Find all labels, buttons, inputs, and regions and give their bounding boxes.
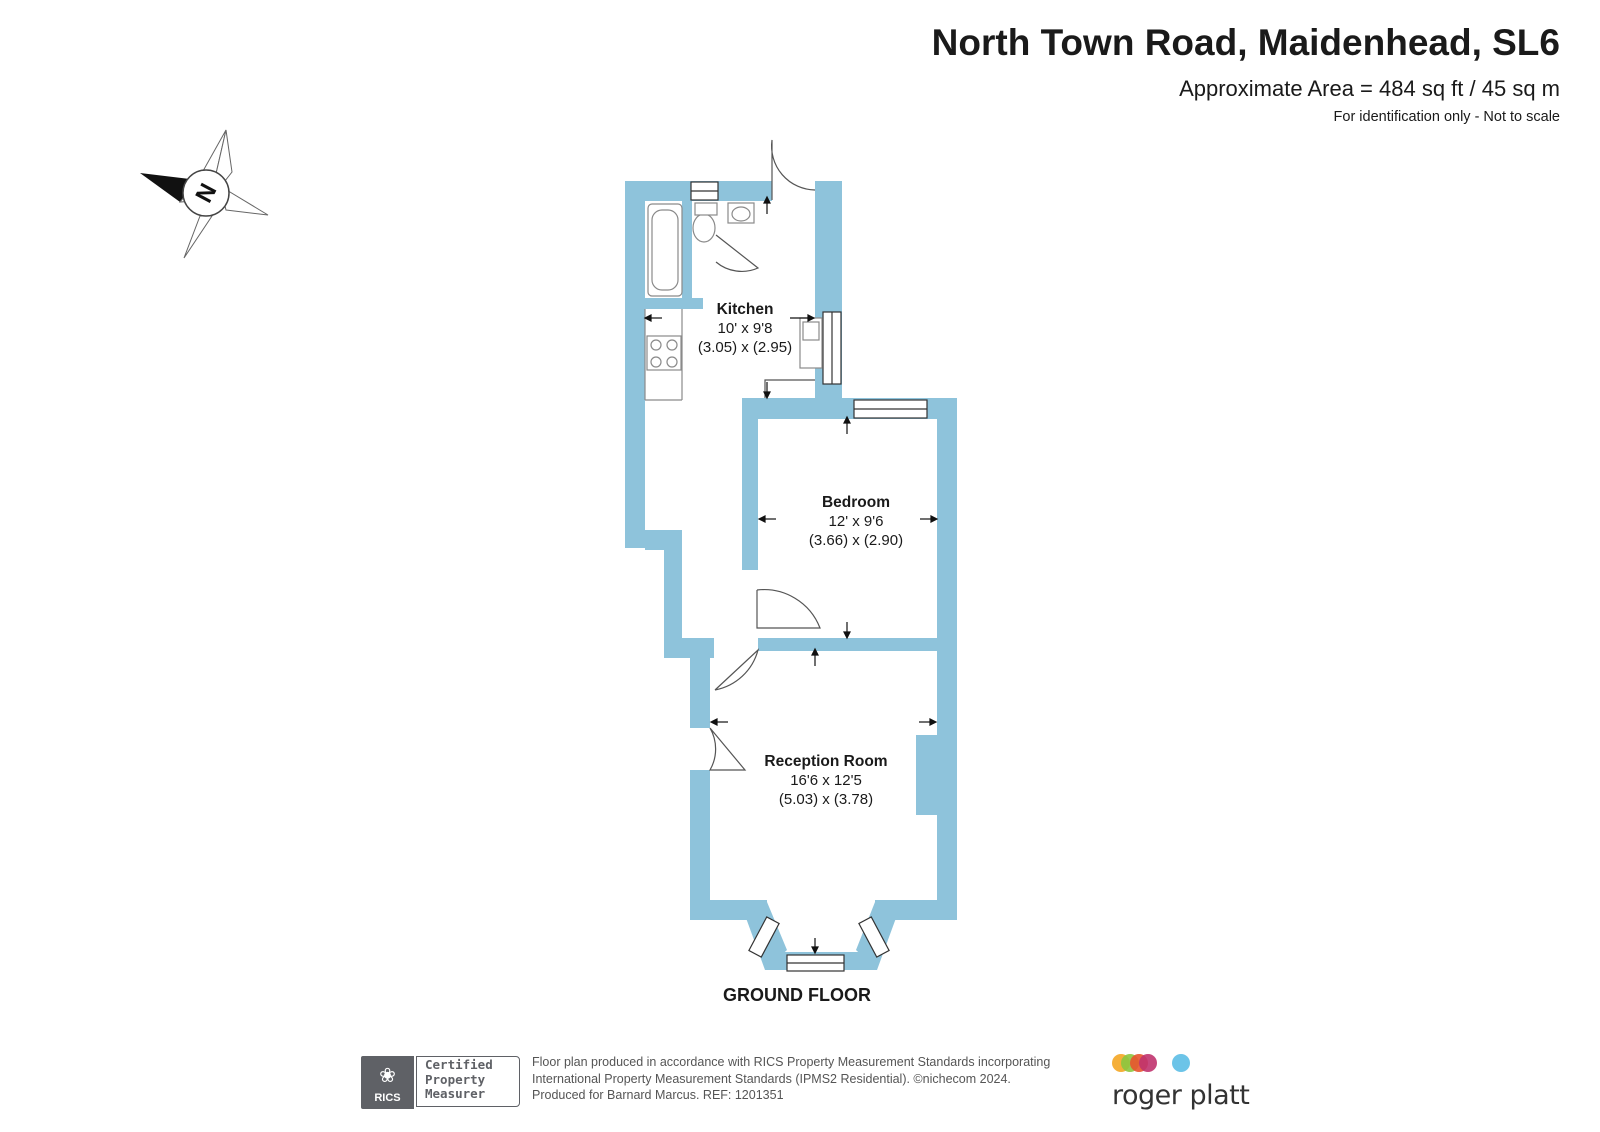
rics-logo-text: RICS: [374, 1092, 401, 1104]
plan-title: North Town Road, Maidenhead, SL6: [931, 22, 1560, 63]
fixtures: [644, 202, 823, 401]
room-size-metric: (3.66) x (2.90): [808, 532, 904, 549]
room-name: Reception Room: [764, 753, 888, 770]
disclaimer-line: International Property Measurement Stand…: [532, 1071, 1011, 1086]
approximate-area: Approximate Area = 484 sq ft / 45 sq m: [1179, 76, 1560, 101]
rics-logo: ❀ RICS: [361, 1056, 414, 1109]
disclaimer: Floor plan produced in accordance with R…: [532, 1054, 1050, 1104]
room-size-imperial: 16'6 x 12'5: [790, 772, 862, 789]
cert-line: Certified: [425, 1057, 493, 1072]
room-size-imperial: 12' x 9'6: [828, 513, 884, 530]
rics-emblem-icon: ❀: [379, 1065, 396, 1087]
floor-label: GROUND FLOOR: [723, 985, 871, 1005]
scale-note: For identification only - Not to scale: [1333, 109, 1560, 125]
room-size-metric: (5.03) x (3.78): [778, 791, 874, 808]
room-size-metric: (3.05) x (2.95): [697, 339, 793, 356]
brand-logo: roger platt: [1112, 1054, 1250, 1112]
compass-rose-icon: N: [140, 129, 269, 259]
dimension-arrows: [643, 195, 939, 955]
cert-line: Property: [425, 1071, 486, 1087]
brand-dot: [1172, 1054, 1190, 1072]
doors: [708, 139, 821, 771]
toilet-icon: [692, 213, 716, 243]
room-label-reception: Reception Room 16'6 x 12'5 (5.03) x (3.7…: [764, 752, 887, 809]
windows: [690, 181, 928, 972]
room-name: Bedroom: [821, 494, 891, 511]
room-label-bedroom: Bedroom 12' x 9'6 (3.66) x (2.90): [809, 493, 903, 550]
disclaimer-line: Floor plan produced in accordance with R…: [532, 1055, 1051, 1069]
brand-name: roger platt: [1112, 1080, 1250, 1111]
room-name: Kitchen: [716, 301, 774, 318]
room-label-kitchen: Kitchen 10' x 9'8 (3.05) x (2.95): [698, 300, 792, 357]
disclaimer-line: Produced for Barnard Marcus. REF: 120135…: [532, 1088, 784, 1102]
room-size-imperial: 10' x 9'8: [717, 320, 773, 337]
brand-dot: [1139, 1054, 1157, 1072]
rics-certification-badge: Certified Property Measurer: [416, 1056, 520, 1107]
cert-line: Measurer: [425, 1086, 486, 1101]
